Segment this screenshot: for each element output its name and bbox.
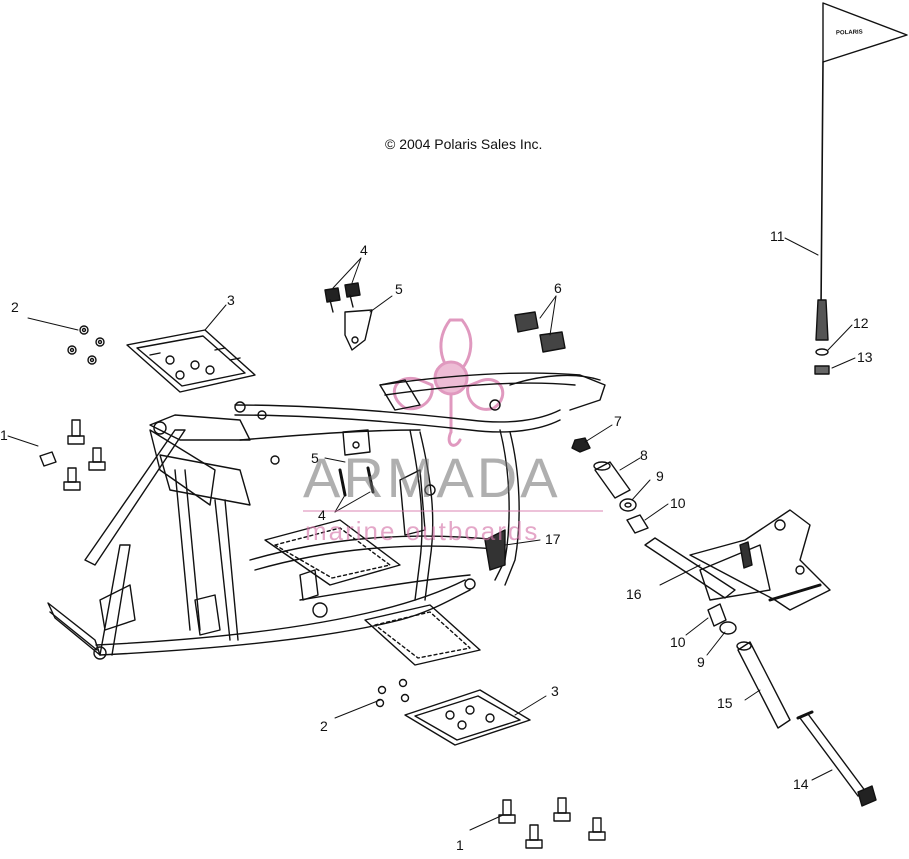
bearing-10-lower [707,603,727,627]
callout-8: 8 [640,447,648,463]
callout-3: 3 [551,683,559,699]
callout-4: 4 [360,242,368,258]
copyright-text: © 2004 Polaris Sales Inc. [385,136,543,152]
screws-top [324,282,361,313]
spacer-15 [736,641,791,729]
watermark-tagline: marine outboards [305,516,540,546]
steering-bracket-16 [644,509,831,611]
bracket-top [344,309,373,351]
callout-17: 17 [545,531,561,547]
callout-10: 10 [670,634,686,650]
callout-1: 1 [0,427,8,443]
callout-2: 2 [11,299,19,315]
bolt-set-lower [498,797,606,849]
callout-9: 9 [697,654,705,670]
watermark-logo [392,318,505,447]
callout-1: 1 [456,837,464,853]
bearing-10-upper [626,514,649,534]
footrest-plate-lower [404,689,531,746]
skid-plate-mid [264,519,481,666]
bushing-8 [593,461,631,499]
callout-16: 16 [626,586,642,602]
callout-13: 13 [857,349,873,365]
bolt-set-left [39,419,106,491]
callout-5: 5 [395,281,403,297]
callout-7: 7 [614,413,622,429]
callout-3: 3 [227,292,235,308]
nut-set-upper [67,325,105,365]
bracket-mid [338,429,375,497]
callout-2: 2 [320,718,328,734]
callout-4: 4 [318,507,326,523]
callout-15: 15 [717,695,733,711]
callout-10: 10 [670,495,686,511]
flag-brand-text: POLARIS [835,29,863,37]
footrest-plate-upper [126,329,256,393]
clips-top [514,311,566,353]
bolt-14 [796,710,877,807]
callout-12: 12 [853,315,869,331]
flag-assembly [814,2,908,375]
leader-lines [7,237,856,831]
watermark-brand: ARMADA [303,446,561,509]
main-frame [47,372,606,660]
callout-9: 9 [656,468,664,484]
nut-set-lower [375,678,410,708]
callout-14: 14 [793,776,809,792]
watermark-rule [303,510,603,512]
washer-9-upper [619,498,637,512]
callout-11: 11 [770,228,785,244]
washer-9-lower [719,621,737,635]
callout-5: 5 [311,450,319,466]
callout-6: 6 [554,280,562,296]
